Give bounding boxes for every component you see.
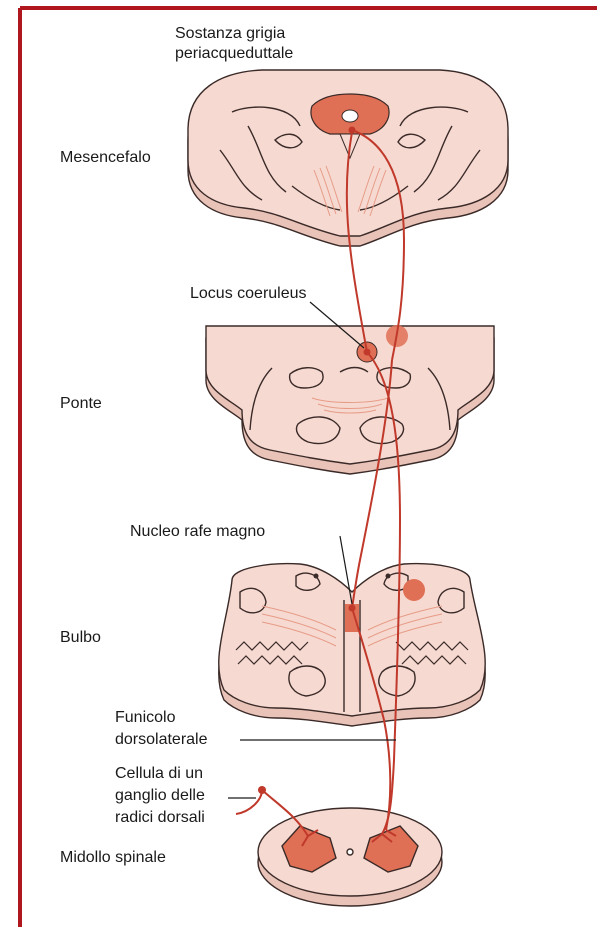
bulbo-nucleus-right: [403, 579, 425, 601]
label-cellula-line2: ganglio delle: [115, 787, 205, 804]
label-ponte: Ponte: [60, 395, 102, 412]
drg-cell-body: [258, 786, 266, 794]
label-pag-line2: periacqueduttale: [175, 45, 293, 62]
label-locus-coeruleus: Locus coeruleus: [190, 285, 307, 302]
aqueduct: [342, 110, 358, 122]
label-pag-line1: Sostanza grigia: [175, 25, 285, 42]
label-nucleo-rafe-magno: Nucleo rafe magno: [130, 523, 265, 540]
section-ponte: [206, 326, 494, 474]
label-funicolo-line2: dorsolaterale: [115, 731, 208, 748]
label-cellula-line3: radici dorsali: [115, 809, 205, 826]
label-mesencefalo: Mesencefalo: [60, 149, 151, 166]
section-bulbo: [219, 564, 485, 726]
label-funicolo-line1: Funicolo: [115, 709, 176, 726]
label-cellula-line1: Cellula di un: [115, 765, 203, 782]
section-midollo: [258, 808, 442, 906]
bulbo-dot-right: [386, 574, 391, 579]
bulbo-dot-left: [314, 574, 319, 579]
label-midollo-spinale: Midollo spinale: [60, 849, 166, 866]
label-bulbo: Bulbo: [60, 629, 101, 646]
drg-axon-peripheral: [236, 790, 262, 814]
